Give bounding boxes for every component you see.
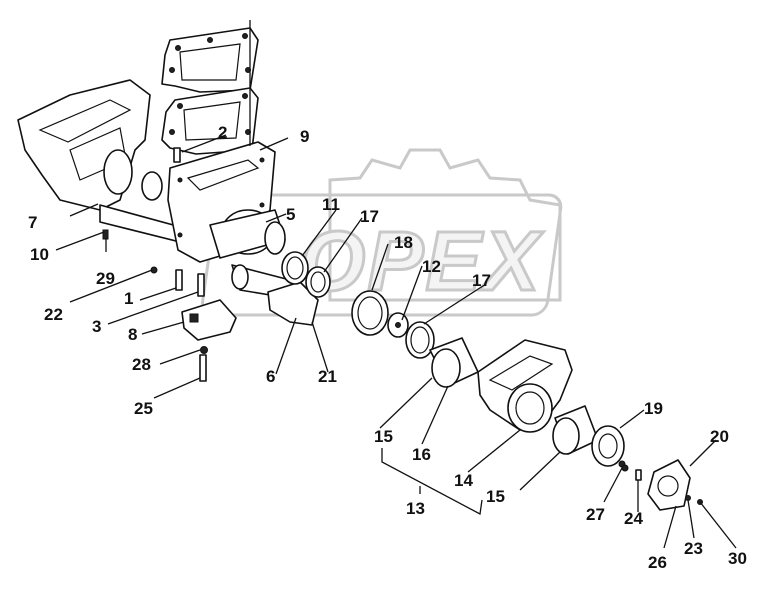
cover-20 <box>647 459 691 511</box>
ring-18 <box>351 290 389 336</box>
callout-7: 7 <box>28 213 37 232</box>
seal-ring-17a <box>305 266 331 298</box>
callout-26: 26 <box>648 553 667 572</box>
callout-23: 23 <box>684 539 703 558</box>
pin-29 <box>102 229 109 240</box>
watermark: OPEX <box>201 148 563 317</box>
callout-15a: 15 <box>374 427 393 446</box>
callout-15b: 15 <box>486 487 505 506</box>
callout-10: 10 <box>30 245 49 264</box>
callout-8: 8 <box>128 325 137 344</box>
bracket-8 <box>181 299 237 341</box>
callout-3: 3 <box>92 317 101 336</box>
bolt-25 <box>199 354 207 382</box>
screw-24 <box>635 469 642 481</box>
callout-20: 20 <box>710 427 729 446</box>
gasket-lower <box>161 87 259 155</box>
pin-2 <box>173 147 181 163</box>
callout-5: 5 <box>286 205 295 224</box>
callout-25: 25 <box>134 399 153 418</box>
callout-22: 22 <box>44 305 63 324</box>
callout-17a: 17 <box>360 207 379 226</box>
callout-12: 12 <box>422 257 441 276</box>
callout-21: 21 <box>318 367 337 386</box>
seal-ring-17b <box>405 321 435 359</box>
callout-13: 13 <box>406 499 425 518</box>
callout-6: 6 <box>266 367 275 386</box>
nut-28 <box>200 346 208 354</box>
callout-28: 28 <box>132 355 151 374</box>
callout-29: 29 <box>96 269 115 288</box>
bearing-15b <box>552 405 599 455</box>
callout-9: 9 <box>300 127 309 146</box>
callout-labels: 1 2 3 5 6 7 8 9 10 11 12 13 14 15 15 16 … <box>28 123 747 572</box>
gear-logo <box>328 148 562 302</box>
pin-23 <box>685 495 691 501</box>
left-axle-housing <box>17 79 213 251</box>
callout-24: 24 <box>624 509 643 528</box>
right-housing-14 <box>477 339 573 433</box>
callout-2: 2 <box>218 123 227 142</box>
leader-lines <box>55 20 737 549</box>
bolt-1 <box>175 269 183 291</box>
seal-ring-11 <box>281 251 309 285</box>
washer-27 <box>621 464 629 472</box>
watermark-text: OPEX <box>300 214 544 308</box>
callout-19: 19 <box>644 399 663 418</box>
callout-30: 30 <box>728 549 747 568</box>
callout-14: 14 <box>454 471 473 490</box>
callout-18: 18 <box>394 233 413 252</box>
bearing-16 <box>429 337 479 388</box>
flange-19 <box>591 425 626 468</box>
bolt-3 <box>197 273 205 297</box>
callout-16: 16 <box>412 445 431 464</box>
washer-12 <box>387 312 409 338</box>
callout-17b: 17 <box>472 271 491 290</box>
gasket-upper <box>161 27 259 93</box>
callout-27: 27 <box>586 505 605 524</box>
callout-11: 11 <box>322 195 340 214</box>
callout-1: 1 <box>124 289 133 308</box>
bushing-6 <box>231 264 319 326</box>
